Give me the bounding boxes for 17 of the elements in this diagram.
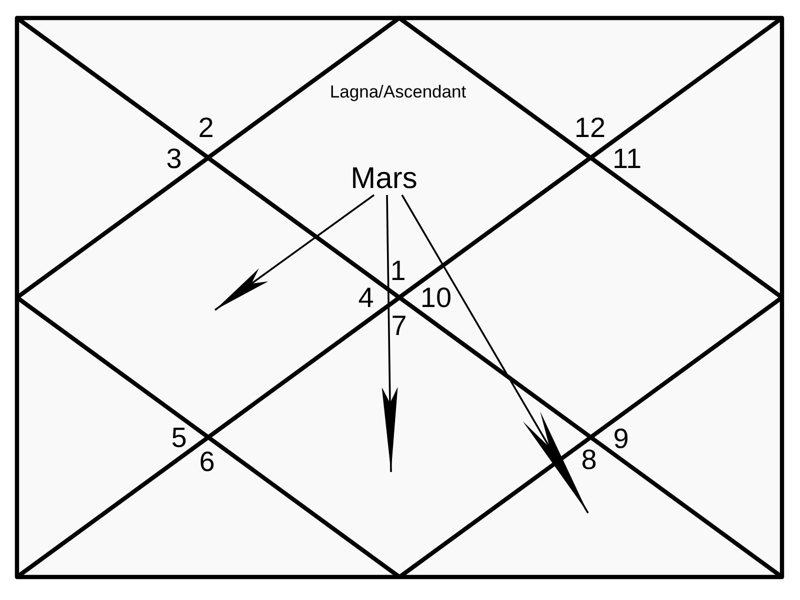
house-number: 5 <box>171 427 187 449</box>
house-number: 1 <box>390 260 406 282</box>
house-number: 12 <box>574 117 606 139</box>
house-number: 11 <box>612 148 642 170</box>
house-number: 6 <box>199 451 215 473</box>
house-number: 10 <box>420 287 452 309</box>
arrow <box>401 194 589 514</box>
ascendant-label: Lagna/Ascendant <box>330 82 466 102</box>
house-number: 9 <box>613 428 629 450</box>
house-number: 7 <box>391 315 407 337</box>
planet-label: Mars <box>350 163 418 195</box>
house-number: 3 <box>166 148 182 170</box>
arrow <box>214 194 375 311</box>
arrow <box>382 194 398 472</box>
house-number: 8 <box>581 449 597 471</box>
house-number: 4 <box>358 287 374 309</box>
house-number: 2 <box>198 117 214 139</box>
